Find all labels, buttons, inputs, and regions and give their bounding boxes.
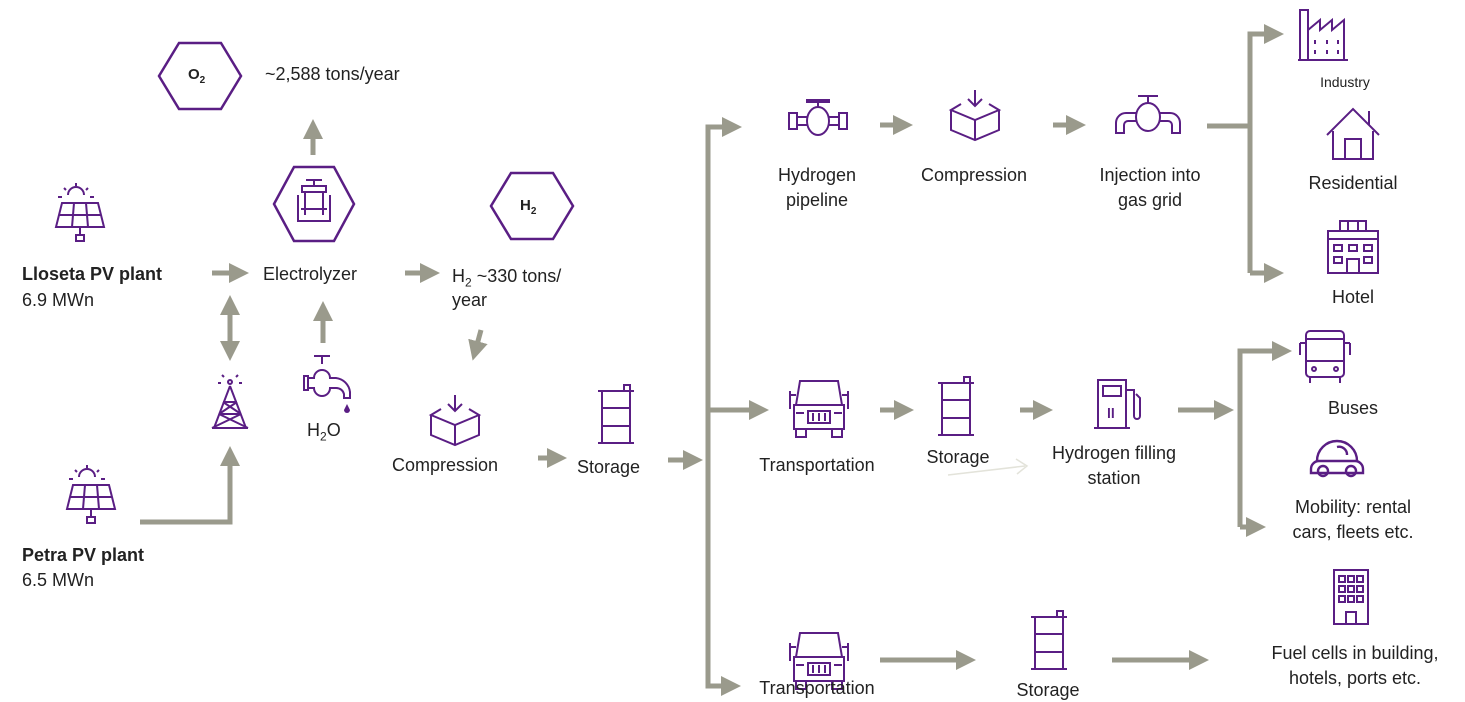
factory-icon [1298,9,1348,61]
hotel-icon [1327,220,1379,274]
office-building-icon [1333,569,1369,625]
storage-tank-icon [938,376,974,436]
arrow-petra-grid [140,446,240,525]
industry-label: Industry [1320,74,1370,90]
water-subscript: 2 [320,429,327,444]
power-tower-icon [211,374,249,429]
hydrogen-symbol: H [520,197,531,214]
svg-text:ll: ll [1107,405,1115,421]
residential-label: Residential [1308,173,1398,193]
hydrogen-amount-symbol: H [452,266,465,286]
fuel-pump-icon: ll [1094,379,1141,429]
transportation-label-1: Transportation [759,455,875,475]
storage-tank-icon [598,384,634,444]
mobility-label-1: Mobility: rental [1294,497,1412,517]
hydrogen-badge-label: H2 [520,194,536,224]
compression-box-icon [948,90,1002,142]
car-icon [1309,439,1365,478]
electrolyzer-icon [272,165,356,243]
oxygen-badge-icon [157,41,243,111]
transportation-label-2: Transportation [759,678,875,698]
oxygen-amount: ~2,588 tons/year [265,64,400,84]
injection-label-2: gas grid [1117,190,1183,210]
pipeline-label-2: pipeline [785,190,849,210]
solar-panel-icon [65,465,117,524]
injection-label-1: Injection into [1099,165,1201,185]
hydrogen-amount: H2 ~330 tons/ [452,264,561,295]
faint-arrow [947,465,1026,476]
lloseta-name: Lloseta PV plant [22,264,163,284]
hydrogen-amount-unit: year [452,290,488,310]
water-label: H2O [307,418,341,449]
compression-box-icon [428,395,482,447]
storage-fuelcell-label: Storage [1016,680,1080,700]
gas-grid-valve-icon [1115,95,1181,134]
branch-buses [1237,341,1292,527]
truck-icon [789,632,849,690]
house-icon [1326,107,1380,160]
storage-main-label: Storage [577,457,641,477]
storage-tank-icon [1031,610,1067,670]
petra-name: Petra PV plant [22,545,145,565]
hydrogen-subscript: 2 [530,206,537,217]
station-label-2: station [1087,468,1141,488]
petra-capacity: 6.5 MWn [22,570,95,590]
pipeline-label-1: Hydrogen [777,165,857,185]
station-label-1: Hydrogen filling [1051,443,1177,463]
buses-label: Buses [1327,398,1379,418]
storage-truck-label: Storage [926,447,990,467]
branch-industry [1247,24,1284,273]
oxygen-subscript: 2 [199,75,206,86]
hydrogen-amount-value: ~330 tons/ [471,266,562,286]
pipeline-valve-icon [788,99,848,136]
lloseta-capacity: 6.9 MWn [22,290,95,310]
bus-icon [1299,330,1351,383]
hydrogen-badge-icon [489,171,575,241]
electrolyzer-label: Electrolyzer [263,264,358,284]
water-symbol: H [307,420,320,440]
mobility-label-2: cars, fleets etc. [1292,522,1414,542]
compression-main-label: Compression [392,455,499,475]
water-tail: O [326,420,341,440]
arrow-h2-compression [468,329,488,361]
fuelcell-label-2: hotels, ports etc. [1288,668,1422,688]
compression-pipeline-label: Compression [920,165,1028,185]
water-tap-icon [303,355,351,413]
hotel-label: Hotel [1331,287,1375,307]
fuelcell-label-1: Fuel cells in building, [1271,643,1439,663]
oxygen-badge-label: O2 [188,63,205,93]
solar-panel-icon [54,183,106,242]
oxygen-symbol: O [188,66,200,83]
hydrogen-amount-subscript: 2 [465,275,472,290]
truck-icon [789,380,849,438]
trunk-top [705,124,741,696]
